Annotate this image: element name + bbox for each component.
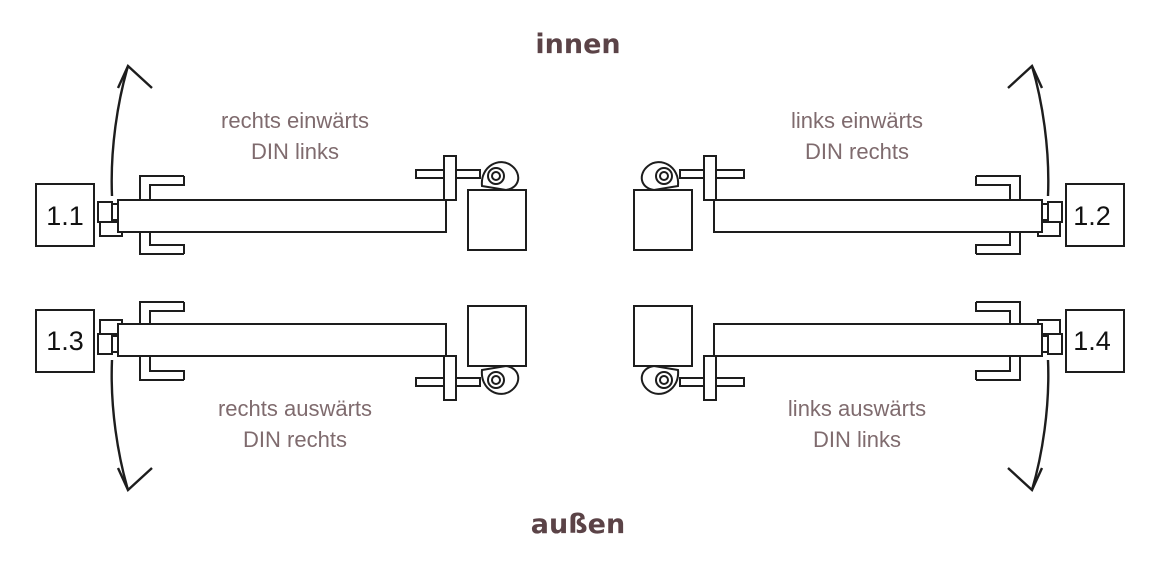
variant-1-3: 1.3 rechts auswärts DIN rechts (34, 300, 528, 492)
variant-number: 1.4 (1073, 326, 1111, 356)
variant-1-2: 1.2 links einwärts DIN rechts (632, 64, 1126, 256)
caption-line-2: DIN links (251, 139, 339, 164)
label-outside: außen (531, 509, 625, 540)
caption-line-1: links einwärts (791, 108, 923, 133)
caption-line-2: DIN rechts (805, 139, 909, 164)
variant-1-4: 1.4 links auswärts DIN links (632, 300, 1126, 492)
variant-number: 1.3 (46, 326, 84, 356)
caption-line-2: DIN links (813, 427, 901, 452)
variant-number: 1.2 (1073, 201, 1111, 231)
variant-number: 1.1 (46, 201, 84, 231)
label-inside: innen (535, 29, 620, 60)
variant-1-1: 1.1 rechts einwärts DIN links (34, 64, 528, 256)
caption-line-1: rechts auswärts (218, 396, 372, 421)
caption-line-2: DIN rechts (243, 427, 347, 452)
caption-line-1: links auswärts (788, 396, 926, 421)
caption-line-1: rechts einwärts (221, 108, 369, 133)
